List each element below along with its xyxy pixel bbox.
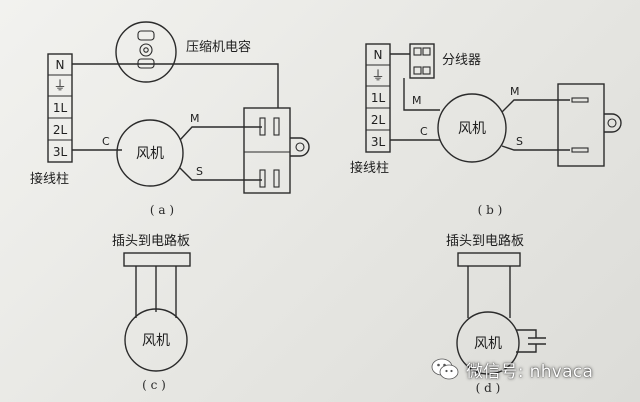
terminal-ground: ⏚ xyxy=(53,79,66,94)
caption-a: ( a ) xyxy=(150,203,174,217)
terminal-1l: 1L xyxy=(53,101,68,115)
wire-s-label-a: S xyxy=(196,165,203,178)
capacitor-label: 压缩机电容 xyxy=(186,39,251,55)
watermark-text: 微信号: nhvaca xyxy=(466,361,594,382)
wire-s-b xyxy=(501,145,570,151)
wire-m-label-b-left: M xyxy=(412,94,422,107)
fan-label-b: 风机 xyxy=(458,121,486,137)
wire-m-a xyxy=(179,126,262,141)
wire-m-b xyxy=(501,99,570,113)
terminal-ground-b: ⏚ xyxy=(371,69,384,84)
wire-m-label-a: M xyxy=(190,112,200,125)
capacitor-symbol-d xyxy=(516,329,546,353)
fan-label-d: 风机 xyxy=(474,336,502,352)
diagram-a: N ⏚ 1L 2L 3L 接线柱 压缩机电容 C 风机 M S xyxy=(30,21,310,217)
terminal-2l-b: 2L xyxy=(371,113,386,127)
caption-d: ( d ) xyxy=(476,381,501,395)
diagram-c: 插头到电路板 风机 ( c ) xyxy=(112,233,191,392)
terminal-n: N xyxy=(56,58,65,72)
fan-motor-d: 风机 xyxy=(456,311,520,375)
fan-motor-b: 风机 xyxy=(437,93,507,163)
terminal-1l-b: 1L xyxy=(371,91,386,105)
diagram-d: 插头到电路板 风机 ( d ) xyxy=(446,233,546,395)
plug-c xyxy=(123,252,191,318)
fan-motor-a: 风机 xyxy=(116,119,184,187)
terminal-3l: 3L xyxy=(53,145,68,159)
fan-motor-c: 风机 xyxy=(124,308,188,372)
wire-splitter-to-fan xyxy=(403,78,440,111)
splitter xyxy=(409,43,435,79)
connector-a xyxy=(243,107,310,194)
wechat-icon xyxy=(430,356,460,382)
fan-label-c: 风机 xyxy=(142,333,170,349)
terminal-n-b: N xyxy=(374,48,383,62)
terminal-block-a: N ⏚ 1L 2L 3L xyxy=(47,53,73,163)
plug-d xyxy=(457,252,521,318)
caption-c: ( c ) xyxy=(142,378,166,392)
wire-c-label-b: C xyxy=(420,125,428,138)
diagram-b: N ⏚ 1L 2L 3L 接线柱 分线器 C M 风机 M S xyxy=(350,43,622,217)
caption-b: ( b ) xyxy=(478,203,503,217)
wire-m-label-b: M xyxy=(510,85,520,98)
terminal-label-a: 接线柱 xyxy=(30,171,69,187)
terminal-block-b: N ⏚ 1L 2L 3L xyxy=(365,43,391,153)
connector-b xyxy=(557,83,622,167)
splitter-label: 分线器 xyxy=(442,53,481,68)
plug-label-d: 插头到电路板 xyxy=(446,233,524,249)
terminal-3l-b: 3L xyxy=(371,135,386,149)
compressor-capacitor xyxy=(115,21,177,83)
wire-s-a xyxy=(179,167,262,181)
fan-label-a: 风机 xyxy=(136,146,164,162)
wire-n-to-connector-a xyxy=(72,63,279,108)
terminal-2l: 2L xyxy=(53,123,68,137)
wire-s-label-b: S xyxy=(516,135,523,148)
wire-c-label-a: C xyxy=(102,135,110,148)
watermark: 微信号: nhvaca xyxy=(430,356,593,382)
terminal-label-b: 接线柱 xyxy=(350,160,389,176)
plug-label-c: 插头到电路板 xyxy=(112,233,190,249)
